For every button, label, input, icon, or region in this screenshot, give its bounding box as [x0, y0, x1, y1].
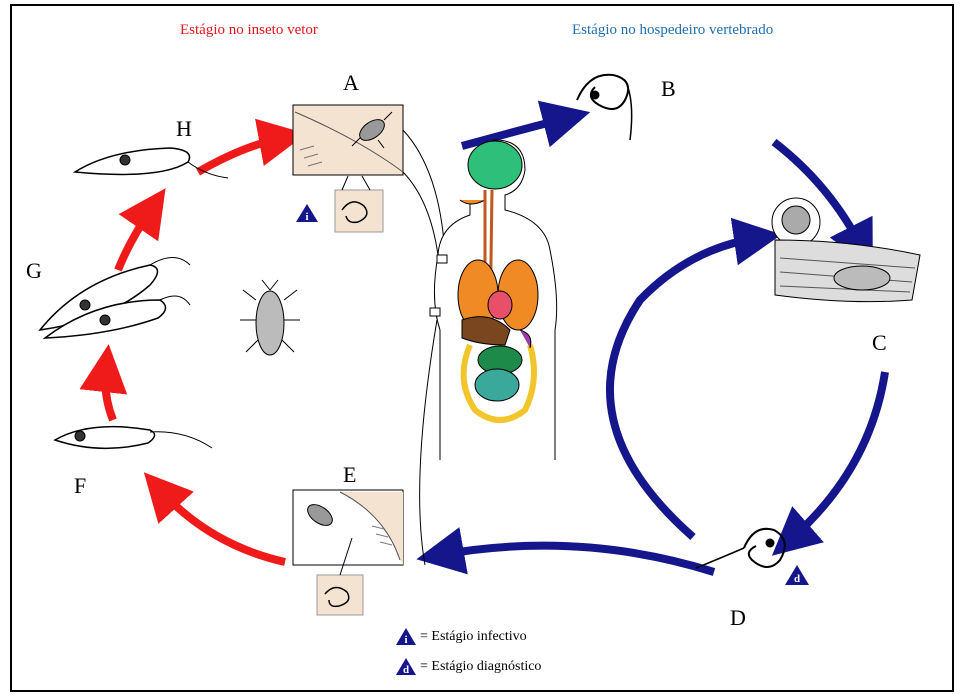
legend-diagnostic: d = Estágio diagnóstico: [396, 658, 541, 675]
diagnostic-badge-D: d: [785, 565, 809, 585]
arrow-G-to-H: [118, 208, 152, 270]
arrow-D-to-C-loop: [610, 238, 758, 537]
label-A: A: [343, 70, 359, 96]
arrow-H-to-A: [198, 138, 283, 172]
vector-stage-header: Estágio no inseto vetor: [180, 22, 318, 39]
label-G: G: [26, 258, 42, 284]
triatomine-bug-icon: [240, 280, 300, 355]
stage-B-trypomastigote: [577, 75, 632, 140]
legend-infective-text: = Estágio infectivo: [420, 629, 527, 645]
legend-diagnostic-text: = Estágio diagnóstico: [420, 659, 541, 675]
arrow-A-to-B: [462, 118, 567, 146]
infective-badge-A: i: [296, 204, 318, 223]
svg-text:d: d: [794, 573, 800, 585]
legend-infective: i = Estágio infectivo: [396, 628, 527, 645]
stage-H-metacyclic-trypomastigote: [75, 148, 228, 178]
host-stage-header: Estágio no hospedeiro vertebrado: [572, 22, 773, 39]
stage-D-trypomastigote: [696, 529, 785, 568]
human-body-figure: [430, 140, 557, 460]
svg-text:i: i: [404, 634, 407, 645]
diagnostic-legend-icon: d: [396, 658, 416, 675]
svg-text:i: i: [305, 211, 308, 223]
infective-legend-icon: i: [396, 628, 416, 645]
arrow-C-to-D: [790, 372, 885, 540]
arrow-F-to-G: [105, 368, 113, 420]
label-H: H: [176, 116, 192, 142]
label-B: B: [661, 76, 676, 102]
stage-G-epimastigotes: [40, 258, 190, 339]
label-E: E: [343, 462, 356, 488]
inset-E-bug-feces: [293, 490, 403, 615]
svg-text:d: d: [403, 664, 409, 675]
label-C: C: [872, 330, 887, 356]
label-F: F: [74, 473, 86, 499]
arrow-E-to-F: [160, 490, 285, 562]
label-D: D: [730, 605, 746, 631]
arrow-D-to-E: [440, 546, 714, 572]
stage-F-epimastigote: [55, 427, 212, 449]
